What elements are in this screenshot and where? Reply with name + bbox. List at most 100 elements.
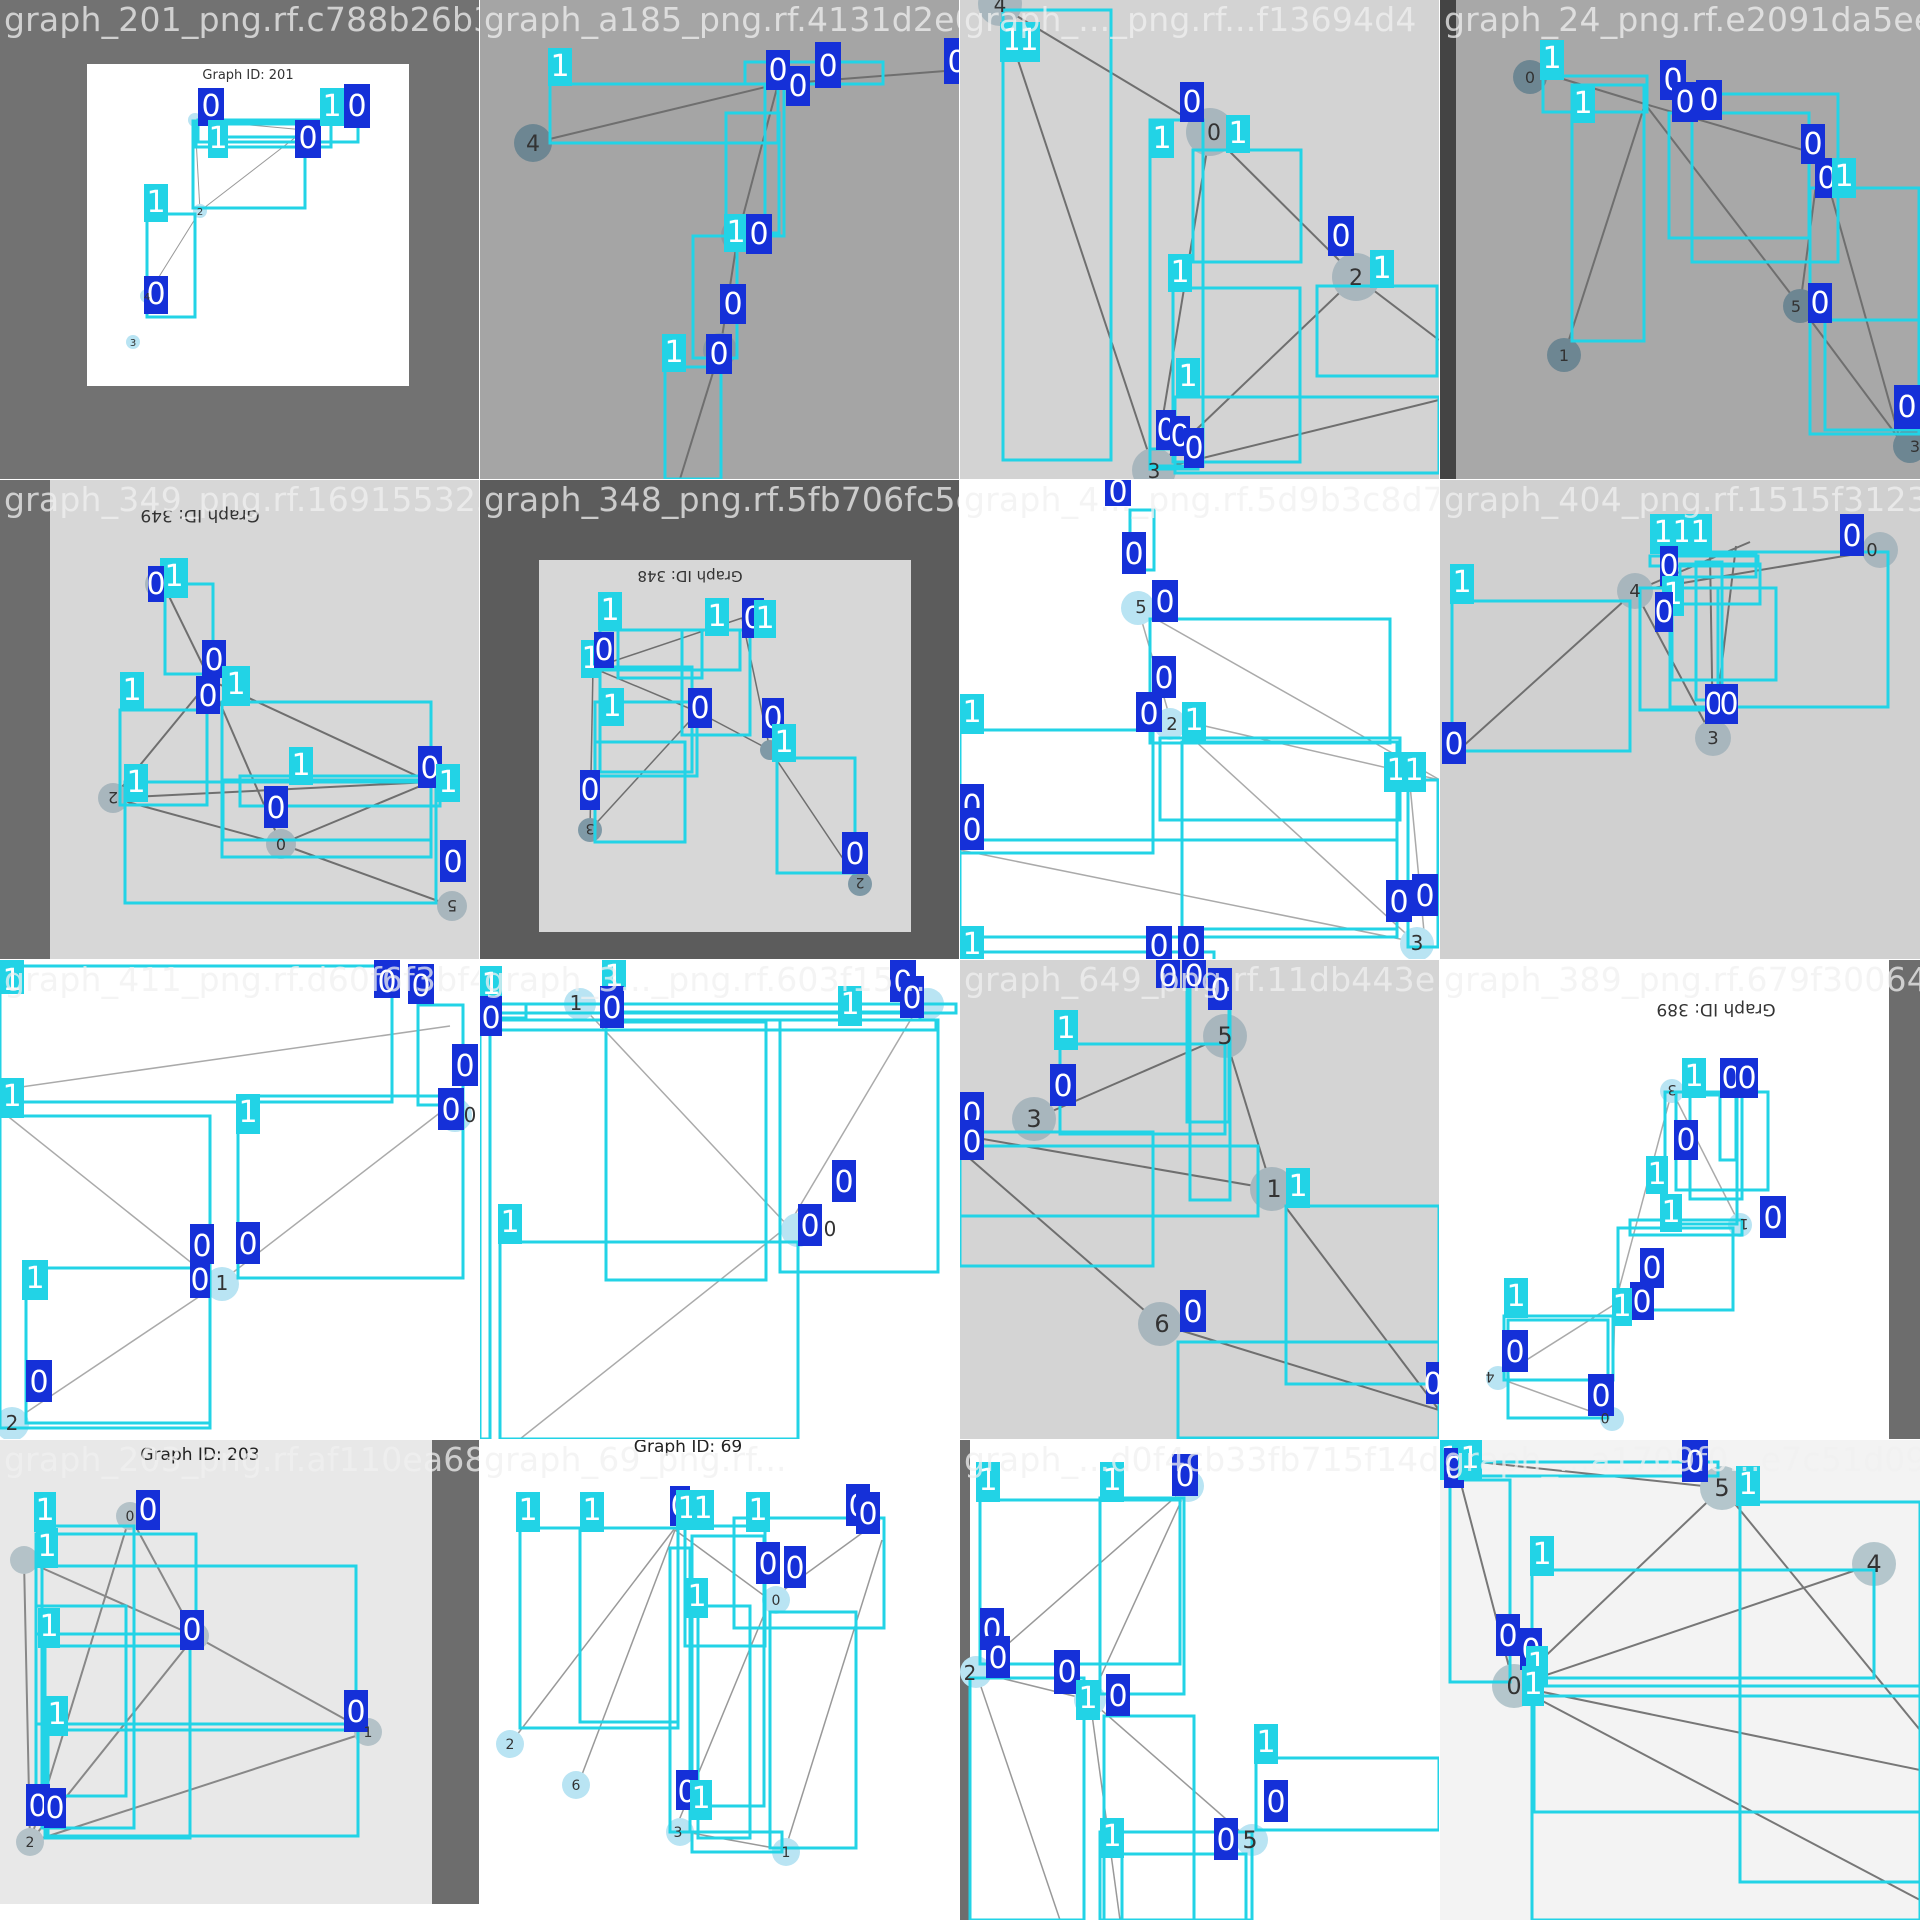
class-tag [344,84,370,128]
bounding-box [1670,586,1778,682]
class-tag [1136,692,1162,732]
node-label: 4 [1866,1550,1881,1578]
node-label: 1 [782,1845,791,1861]
graph-edge [960,849,1416,943]
class-label: 0 [1675,85,1694,120]
node-label: 2 [108,788,118,807]
graph-edge [960,1134,1273,1190]
graph-edge [1799,305,1901,441]
class-tag [295,120,321,158]
class-label: 0 [1642,1251,1661,1286]
class-tag [1018,22,1040,62]
graph-edge [280,843,453,907]
bounding-box [968,1676,1086,1920]
class-tag [692,1490,714,1530]
class-tag [1688,514,1712,554]
class-label: 0 [1685,1445,1704,1480]
class-tag [832,1160,856,1202]
class-label: 0 [858,1497,877,1532]
class-tag [1146,926,1172,959]
tile-graph-3b: 1 0 1 0 1 0 0 0 0 1 1 0 graph_3..._png.r… [480,960,959,1439]
tile-canvas: 1 0 0 0 0 1 1 0 0 0 1 0 0 1 2 [0,960,478,1439]
class-tag [1450,564,1474,604]
class-label: 0 [1057,1655,1076,1690]
node-label: 0 [1207,121,1221,146]
graph-edge [194,1635,369,1733]
class-label: 0 [29,1365,48,1400]
graph-node [1203,1014,1247,1058]
class-tag [180,1610,204,1650]
node-label: 2 [6,1411,19,1435]
class-tag [838,986,862,1026]
class-tag [1504,1278,1528,1318]
class-tag [976,1462,1000,1502]
class-tag [1496,1614,1520,1656]
graph-edge [1671,1090,1741,1226]
class-tag [1076,1680,1100,1720]
class-label: 0 [947,45,959,80]
graph-node [1332,253,1380,301]
graph-node [16,1828,44,1856]
class-tag [986,1636,1010,1678]
bounding-box [34,1604,128,1798]
class-tag [1180,82,1204,122]
class-label: 0 [1108,480,1127,510]
class-label: 1 [47,1697,66,1732]
graph-edge [1563,103,1646,356]
class-label: 1 [238,1095,257,1130]
class-tag [148,566,164,602]
bounding-box [1648,554,1760,568]
graph-node [848,872,872,896]
plot-title: Graph ID: 201 [202,68,293,83]
class-tag [772,724,796,762]
class-label: 1 [1532,1537,1551,1572]
class-label: 1 [1672,515,1691,550]
node-label: 4 [1629,581,1640,602]
class-label: 1 [1738,1467,1757,1502]
class-tag [1736,1466,1760,1506]
graph-edge [1513,1487,1723,1687]
class-tag [120,672,144,710]
class-tag [1106,1674,1130,1716]
class-label: 1 [208,121,227,156]
graph-node [1012,1097,1056,1141]
class-tag [144,276,168,314]
node-label: 2 [506,1737,515,1753]
class-label: 1 [1404,753,1423,788]
class-label: 0 [1154,661,1173,696]
plot-title: Graph ID: 69 [634,1440,742,1457]
class-label: 0 [834,1165,853,1200]
graph-node [437,891,467,921]
node-label: 1 [570,991,583,1015]
class-tag [1458,1440,1482,1480]
class-label: 1 [1152,121,1171,156]
class-tag [1412,874,1438,916]
node-label: 3 [674,1825,683,1841]
class-tag [720,284,746,324]
class-label: 0 [1184,960,1203,994]
class-tag [1571,85,1595,123]
bounding-box [732,1516,886,1630]
class-label: 1 [602,689,621,724]
class-label: 0 [818,49,837,84]
class-tag [408,964,434,1004]
class-label: 0 [1803,127,1822,162]
class-label: 0 [204,643,223,678]
class-tag [580,770,600,810]
class-tag [1182,702,1206,742]
class-label: 1 [1102,1819,1121,1854]
graph-node [126,335,140,349]
class-tag [198,88,224,126]
class-tag [580,1492,604,1532]
class-label: 1 [687,1579,706,1614]
class-label: 1 [962,695,981,730]
bounding-box [145,212,197,319]
class-label: 1 [322,89,341,124]
class-label: 1 [677,1491,696,1526]
class-tag [1152,580,1178,622]
class-label: 0 [45,1791,64,1826]
dark-border [1889,960,1920,1439]
tile-graph-3: 1 1 0 1 1 0 1 1 1 0 0 0 4 0 2 3 graph_..… [960,0,1439,479]
node-label: 4 [526,132,540,157]
node-label: 2 [1166,714,1177,735]
